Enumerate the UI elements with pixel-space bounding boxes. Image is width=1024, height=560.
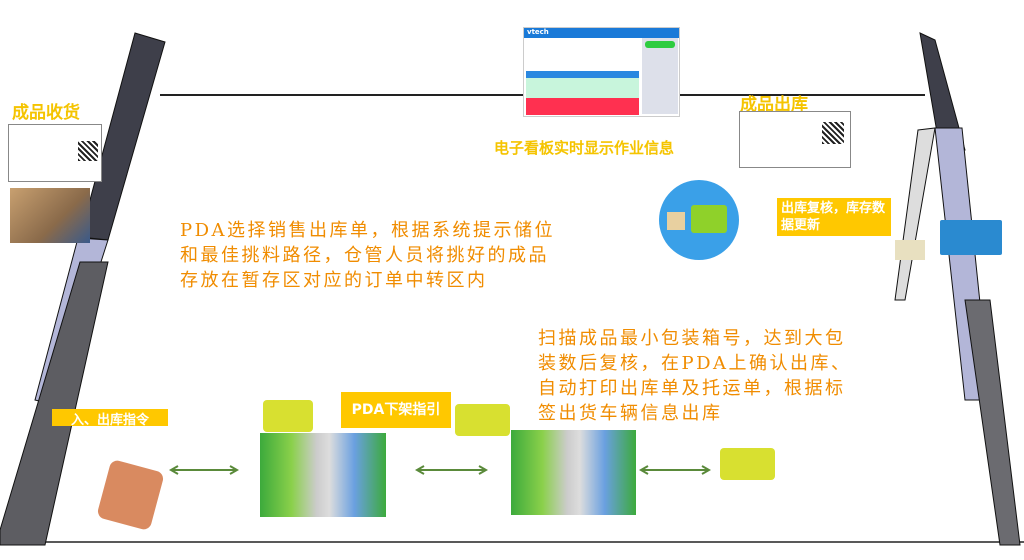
warehouse-shelves-photo — [260, 433, 386, 517]
double-arrows — [168, 465, 712, 475]
dashboard-screenshot: vtech — [523, 27, 680, 117]
recheck-tag: 出库复核，库存数据更新 — [777, 198, 891, 236]
shipping-title: 成品出库 — [740, 95, 808, 115]
warehouse-shelves-photo — [511, 430, 636, 515]
pda-scanning-photo — [10, 188, 90, 243]
instruction-tag: 入、出库指令 — [52, 409, 168, 428]
small-forklift-icon — [895, 240, 925, 260]
qr-code-icon — [822, 122, 844, 144]
picking-description: PDA选择销售出库单，根据系统提示储位 和最佳挑料路径，仓管人员将挑好的成品 存… — [180, 220, 556, 291]
pda-tag: PDA下架指引 — [341, 392, 451, 428]
dashboard-caption: 电子看板实时显示作业信息 — [494, 139, 675, 157]
forklift-icon — [263, 400, 313, 432]
delivery-truck-icon — [940, 220, 1002, 255]
scanning-description: 扫描成品最小包装箱号，达到大包 装数后复核，在PDA上确认出库、 自动打印出库单… — [538, 328, 852, 424]
forklift-icon — [455, 404, 510, 436]
dashboard-logo: vtech — [524, 28, 679, 38]
shipping-label-document — [739, 111, 851, 168]
forklift-icon — [720, 448, 775, 480]
receiving-label-document — [8, 124, 102, 182]
forklift-icon — [659, 180, 739, 260]
qr-code-icon — [78, 141, 98, 161]
receiving-title: 成品收货 — [12, 103, 80, 123]
